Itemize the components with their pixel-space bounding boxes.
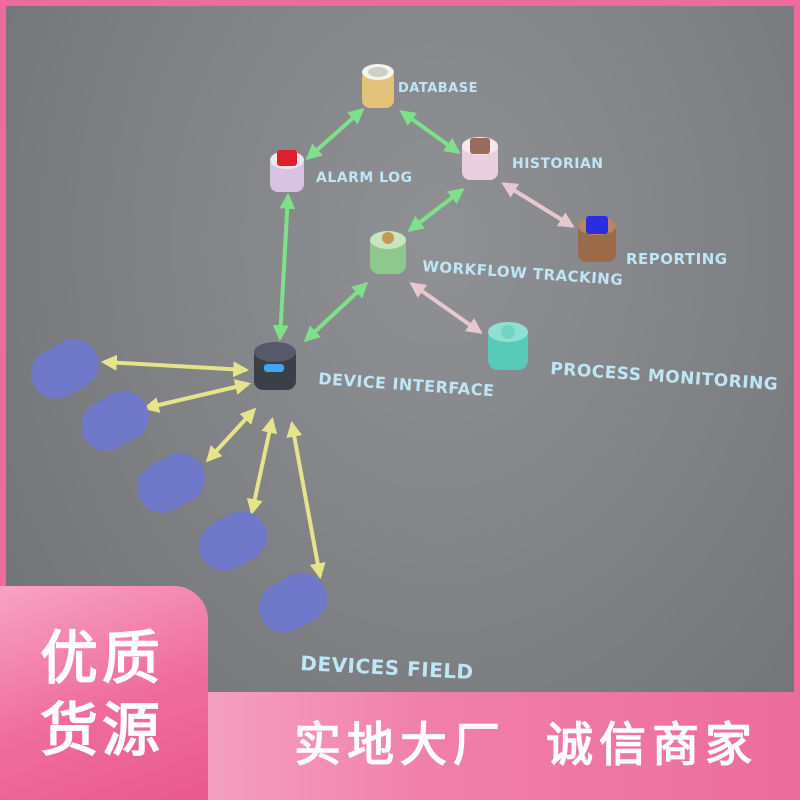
yellow-connectors [100, 354, 326, 580]
slogan-left: 实地大厂 [294, 718, 506, 773]
reporting-label: REPORTING [626, 250, 728, 268]
alarm-log-label: ALARM LOG [316, 170, 413, 186]
arrow-historian-reporting [501, 182, 575, 228]
workflow-icon [382, 232, 394, 244]
devices-field-label: DEVICES FIELD [300, 651, 475, 684]
process-monitoring-node [488, 322, 528, 370]
process-monitoring-label: PROCESS MONITORING [550, 359, 779, 395]
slogan-banner: 实地大厂 诚信商家 [186, 692, 800, 800]
arrow-workflow-process-monitoring [409, 282, 483, 334]
arrow-database-alarm-log [305, 107, 365, 161]
arrow-database-historian [399, 110, 461, 154]
arrow-device-5 [286, 420, 326, 580]
arrow-alarm-log-device-interface [272, 192, 296, 342]
database-label: DATABASE [398, 81, 478, 96]
device-interface-label: DEVICE INTERFACE [318, 369, 495, 400]
green-connectors [272, 107, 465, 343]
device-2 [81, 391, 149, 451]
badge-line-2: 货源 [40, 696, 165, 764]
process-monitoring-icon [501, 325, 515, 339]
pink-connectors [409, 182, 575, 334]
arrow-device-1 [100, 354, 250, 378]
system-architecture-diagram: DATABASE ALARM LOG HISTORIAN REPORTING W… [31, 64, 779, 684]
arrow-device-4 [246, 416, 278, 516]
historian-icon [470, 138, 490, 154]
badge-line-1: 优质 [40, 624, 165, 692]
arrow-workflow-device-interface [303, 281, 369, 343]
reporting-icon [586, 216, 608, 234]
device-4 [199, 511, 267, 571]
device-interface-node [254, 342, 296, 390]
database-node [362, 64, 394, 108]
historian-node [462, 137, 498, 180]
slogan-right: 诚信商家 [546, 718, 758, 773]
alarm-icon [277, 150, 297, 166]
quality-badge: 优质 货源 [0, 586, 208, 800]
device-interface-icon [264, 364, 284, 372]
historian-label: HISTORIAN [512, 156, 604, 172]
arrow-device-2 [142, 379, 252, 413]
device-1 [31, 339, 99, 399]
arrow-device-3 [205, 407, 257, 463]
workflow-tracking-node [370, 231, 406, 274]
arrow-historian-workflow [407, 188, 465, 232]
device-5 [259, 573, 327, 633]
devices-field-group [31, 339, 327, 633]
device-3 [137, 453, 205, 513]
reporting-node [578, 216, 616, 262]
alarm-log-node [270, 150, 304, 192]
